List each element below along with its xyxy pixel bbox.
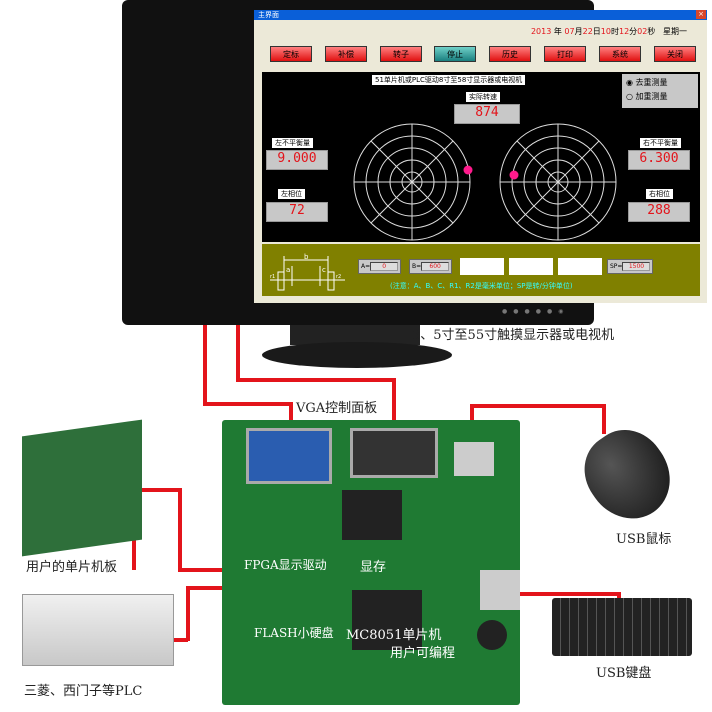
left-phase-value: 72	[266, 202, 328, 222]
speed-label: 实际转速	[466, 92, 500, 102]
datetime: 2013 年 07月22日10时12分02秒 星期一	[530, 27, 687, 36]
usb-keyboard	[552, 598, 692, 656]
monitor-buttons[interactable]: ●●●●●◉	[502, 308, 570, 315]
right-unbalance-value: 6.300	[628, 150, 690, 170]
units-note: (注意：A、B、C、R1、R2是毫米单位；SP是转/分钟单位)	[390, 282, 573, 290]
cable	[186, 586, 190, 641]
fpga-label: FPGA显示驱动	[244, 558, 327, 572]
right-phase-label: 右相位	[646, 189, 673, 199]
dim-a: a	[286, 266, 290, 274]
monitor-caption: 3、5寸至55寸触摸显示器或电视机	[412, 328, 615, 343]
usb-port	[480, 570, 520, 610]
cable	[178, 568, 224, 572]
cable	[392, 378, 396, 422]
serial-connector	[350, 428, 438, 478]
monitor-base	[262, 342, 452, 368]
left-unbalance-label: 左不平衡量	[272, 138, 313, 148]
fpga-chip	[342, 490, 402, 540]
cable	[132, 488, 182, 492]
radio-icon: ○	[626, 92, 633, 101]
cable	[470, 404, 474, 422]
programmable-label: 用户可编程	[390, 646, 456, 661]
left-phase-label: 左相位	[278, 189, 305, 199]
stop-button[interactable]: 停止	[434, 46, 476, 62]
measurement-panel: 51单片机或PLC驱动8寸至58寸显示器或电视机 实际转速 874 ◉ 去重测量…	[262, 72, 700, 242]
system-button[interactable]: 系统	[599, 46, 641, 62]
cable	[289, 402, 293, 422]
usb-port	[454, 442, 494, 476]
param-c-field[interactable]	[460, 258, 504, 275]
keyboard-caption: USB键盘	[596, 666, 652, 681]
left-unbalance-point	[463, 165, 473, 175]
plc-caption: 三菱、西门子等PLC	[24, 684, 143, 699]
parameter-panel: b a c r1 r2 A=0 B=600 SP=1500 (注意：A、B、C、…	[262, 244, 700, 296]
cable	[470, 404, 605, 408]
mcu-board-caption: 用户的单片机板	[26, 560, 118, 575]
cable	[203, 325, 207, 405]
user-mcu-board	[22, 419, 142, 557]
polar-plots	[353, 123, 617, 241]
monitor-stand	[290, 325, 420, 345]
param-r2-field[interactable]	[558, 258, 602, 275]
dim-b: b	[304, 253, 309, 261]
monitor: 主界面 × 2013 年 07月22日10时12分02秒 星期一 定标 补偿 转…	[122, 0, 707, 325]
cable	[203, 402, 293, 406]
cable	[178, 488, 182, 570]
close-button[interactable]: 关闭	[654, 46, 696, 62]
param-sp[interactable]: SP=1500	[607, 259, 654, 274]
left-unbalance-value: 9.000	[266, 150, 328, 170]
compensate-button[interactable]: 补偿	[325, 46, 367, 62]
mcu-label: MC8051单片机	[346, 628, 442, 643]
dim-r2: r2	[336, 274, 341, 280]
history-button[interactable]: 历史	[489, 46, 531, 62]
right-unbalance-label: 右不平衡量	[640, 138, 681, 148]
calibrate-button[interactable]: 定标	[270, 46, 312, 62]
cable	[236, 325, 240, 380]
vga-caption: VGA控制面板	[296, 401, 378, 416]
speed-value: 874	[454, 104, 520, 124]
mcu-chip	[352, 590, 422, 650]
flash-label: FLASH小硬盘	[254, 626, 334, 640]
cable	[602, 404, 606, 434]
param-r1-field[interactable]	[509, 258, 553, 275]
param-a[interactable]: A=0	[358, 259, 402, 274]
print-button[interactable]: 打印	[544, 46, 586, 62]
dim-r1: r1	[270, 274, 275, 280]
rotor-button[interactable]: 转子	[380, 46, 422, 62]
banner: 51单片机或PLC驱动8寸至58寸显示器或电视机	[372, 75, 526, 85]
left-polar-plot	[353, 123, 471, 241]
right-polar-plot	[499, 123, 617, 241]
cable	[500, 592, 620, 596]
param-b[interactable]: B=600	[409, 259, 453, 274]
radio-checked-icon: ◉	[626, 78, 633, 87]
right-phase-value: 288	[628, 202, 690, 222]
right-unbalance-point	[509, 170, 519, 180]
radio-add-weight[interactable]: ○ 加重测量	[626, 92, 668, 101]
vga-connector	[246, 428, 332, 484]
usb-mouse	[569, 415, 687, 535]
close-icon[interactable]: ×	[696, 10, 706, 19]
window-title: 主界面	[254, 10, 707, 20]
dim-c: c	[322, 266, 326, 274]
cable	[617, 592, 621, 602]
measure-mode: ◉ 去重测量 ○ 加重测量	[622, 74, 698, 108]
rotor-dimension-diagram: b a c r1 r2	[270, 253, 345, 291]
cable	[236, 378, 396, 382]
buzzer	[477, 620, 507, 650]
vram-label: 显存	[360, 560, 387, 575]
cable	[186, 586, 224, 590]
mouse-caption: USB鼠标	[616, 532, 672, 547]
vga-control-board: FPGA显示驱动 显存 FLASH小硬盘 MC8051单片机 用户可编程	[222, 420, 520, 705]
radio-remove-weight[interactable]: ◉ 去重测量	[626, 78, 668, 87]
screen: 主界面 × 2013 年 07月22日10时12分02秒 星期一 定标 补偿 转…	[254, 10, 707, 303]
plc-device	[22, 594, 174, 666]
